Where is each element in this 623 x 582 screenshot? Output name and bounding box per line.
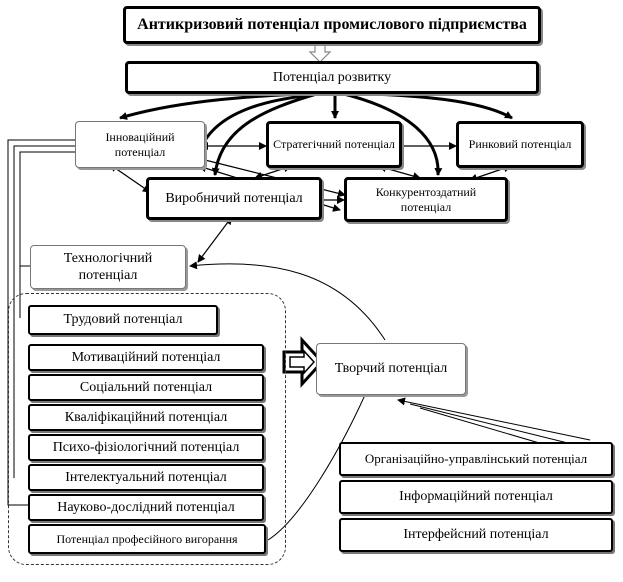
development-box: Потенціал розвитку bbox=[125, 61, 539, 94]
labor-component-text: Мотиваційний потенціал bbox=[71, 349, 221, 365]
creative-box: Творчий потенціал bbox=[316, 343, 466, 395]
market-text: Ринковий потенціал bbox=[468, 137, 572, 151]
strategic-text: Стратегічний потенціал bbox=[273, 137, 395, 151]
labor-component-6: Науково-дослідний потенціал bbox=[28, 494, 264, 521]
labor-group bbox=[8, 293, 286, 565]
labor-text: Трудовий потенціал bbox=[63, 312, 183, 328]
org-component-2: Інформаційний потенціал bbox=[339, 480, 613, 514]
development-text: Потенціал розвитку bbox=[272, 69, 392, 85]
strategic-box: Стратегічний потенціал bbox=[266, 121, 402, 168]
title-box: Антикризовий потенціал промислового підп… bbox=[123, 6, 541, 44]
hollow-down-arrow bbox=[308, 43, 332, 63]
innovation-text: Інноваційний потенціал bbox=[105, 129, 175, 159]
labor-component-2: Соціальний потенціал bbox=[28, 374, 264, 401]
labor-component-text: Інтелектуальний потенціал bbox=[65, 469, 227, 485]
labor-component-text: Науково-дослідний потенціал bbox=[57, 499, 235, 515]
technological-box: Технологічний потенціал bbox=[30, 245, 186, 289]
labor-component-5: Інтелектуальний потенціал bbox=[28, 464, 264, 491]
labor-component-7: Потенціал професійного вигорання bbox=[28, 524, 266, 554]
labor-component-text: Соціальний потенціал bbox=[79, 379, 213, 395]
competitive-text: Конкурентоздатний потенціал bbox=[375, 184, 477, 214]
title-text: Антикризовий потенціал промислового підп… bbox=[137, 16, 527, 33]
innovation-box: Інноваційний потенціал bbox=[75, 121, 205, 168]
org-component-text: Інформаційний потенціал bbox=[399, 489, 553, 505]
production-text: Виробничий потенціал bbox=[165, 190, 303, 206]
org-component-1: Організаційно-управлінський потенціал bbox=[339, 442, 613, 476]
labor-box: Трудовий потенціал bbox=[28, 305, 218, 335]
production-box: Виробничий потенціал bbox=[146, 177, 322, 220]
org-component-3: Інтерфейсний потенціал bbox=[339, 518, 613, 552]
labor-component-text: Кваліфікаційний потенціал bbox=[64, 409, 228, 425]
org-component-text: Інтерфейсний потенціал bbox=[403, 527, 549, 543]
labor-component-1: Мотиваційний потенціал bbox=[28, 344, 264, 371]
labor-component-text: Потенціал професійного вигорання bbox=[56, 531, 238, 546]
creative-text: Творчий потенціал bbox=[334, 361, 448, 377]
labor-component-text: Психо-фізіологічний потенціал bbox=[52, 439, 240, 455]
org-component-text: Організаційно-управлінський потенціал bbox=[364, 450, 588, 466]
competitive-box: Конкурентоздатний потенціал bbox=[344, 177, 508, 222]
market-box: Ринковий потенціал bbox=[456, 121, 584, 168]
labor-component-4: Психо-фізіологічний потенціал bbox=[28, 434, 264, 461]
technological-text: Технологічний потенціал bbox=[63, 250, 153, 284]
labor-component-3: Кваліфікаційний потенціал bbox=[28, 404, 264, 431]
